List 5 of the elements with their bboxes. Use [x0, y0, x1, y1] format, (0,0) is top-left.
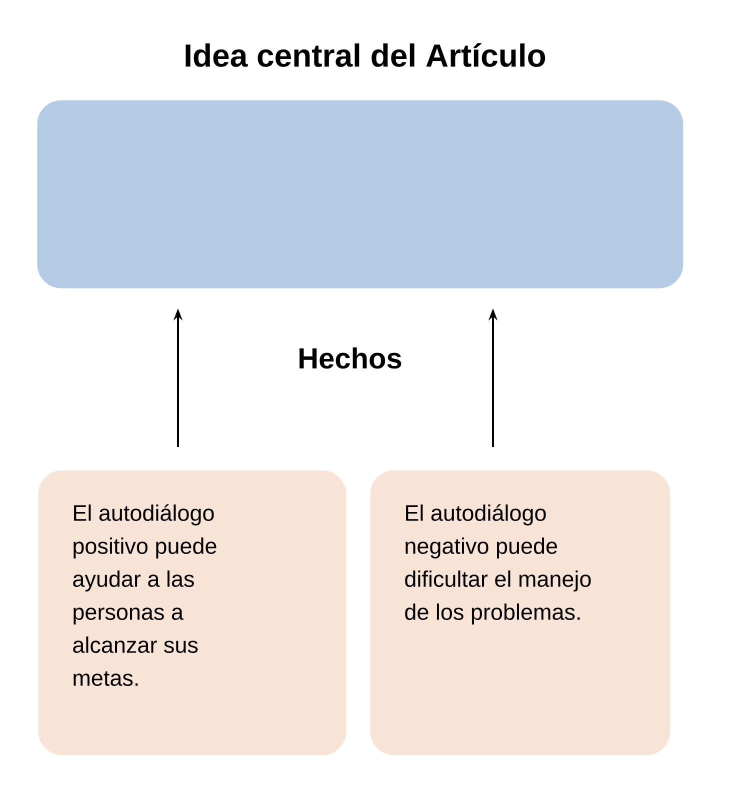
text-box: El autodiálogo positivo puede ayudar a las personas a alcanzar sus metas. — [38, 470, 346, 756]
empty-box — [37, 100, 684, 288]
title: Idea central del Artículo — [186, 43, 546, 67]
section-label: Hechos — [300, 347, 402, 369]
text-box: El autodiálogo negativo puede dificultar el manejo de los problemas. — [370, 470, 670, 756]
